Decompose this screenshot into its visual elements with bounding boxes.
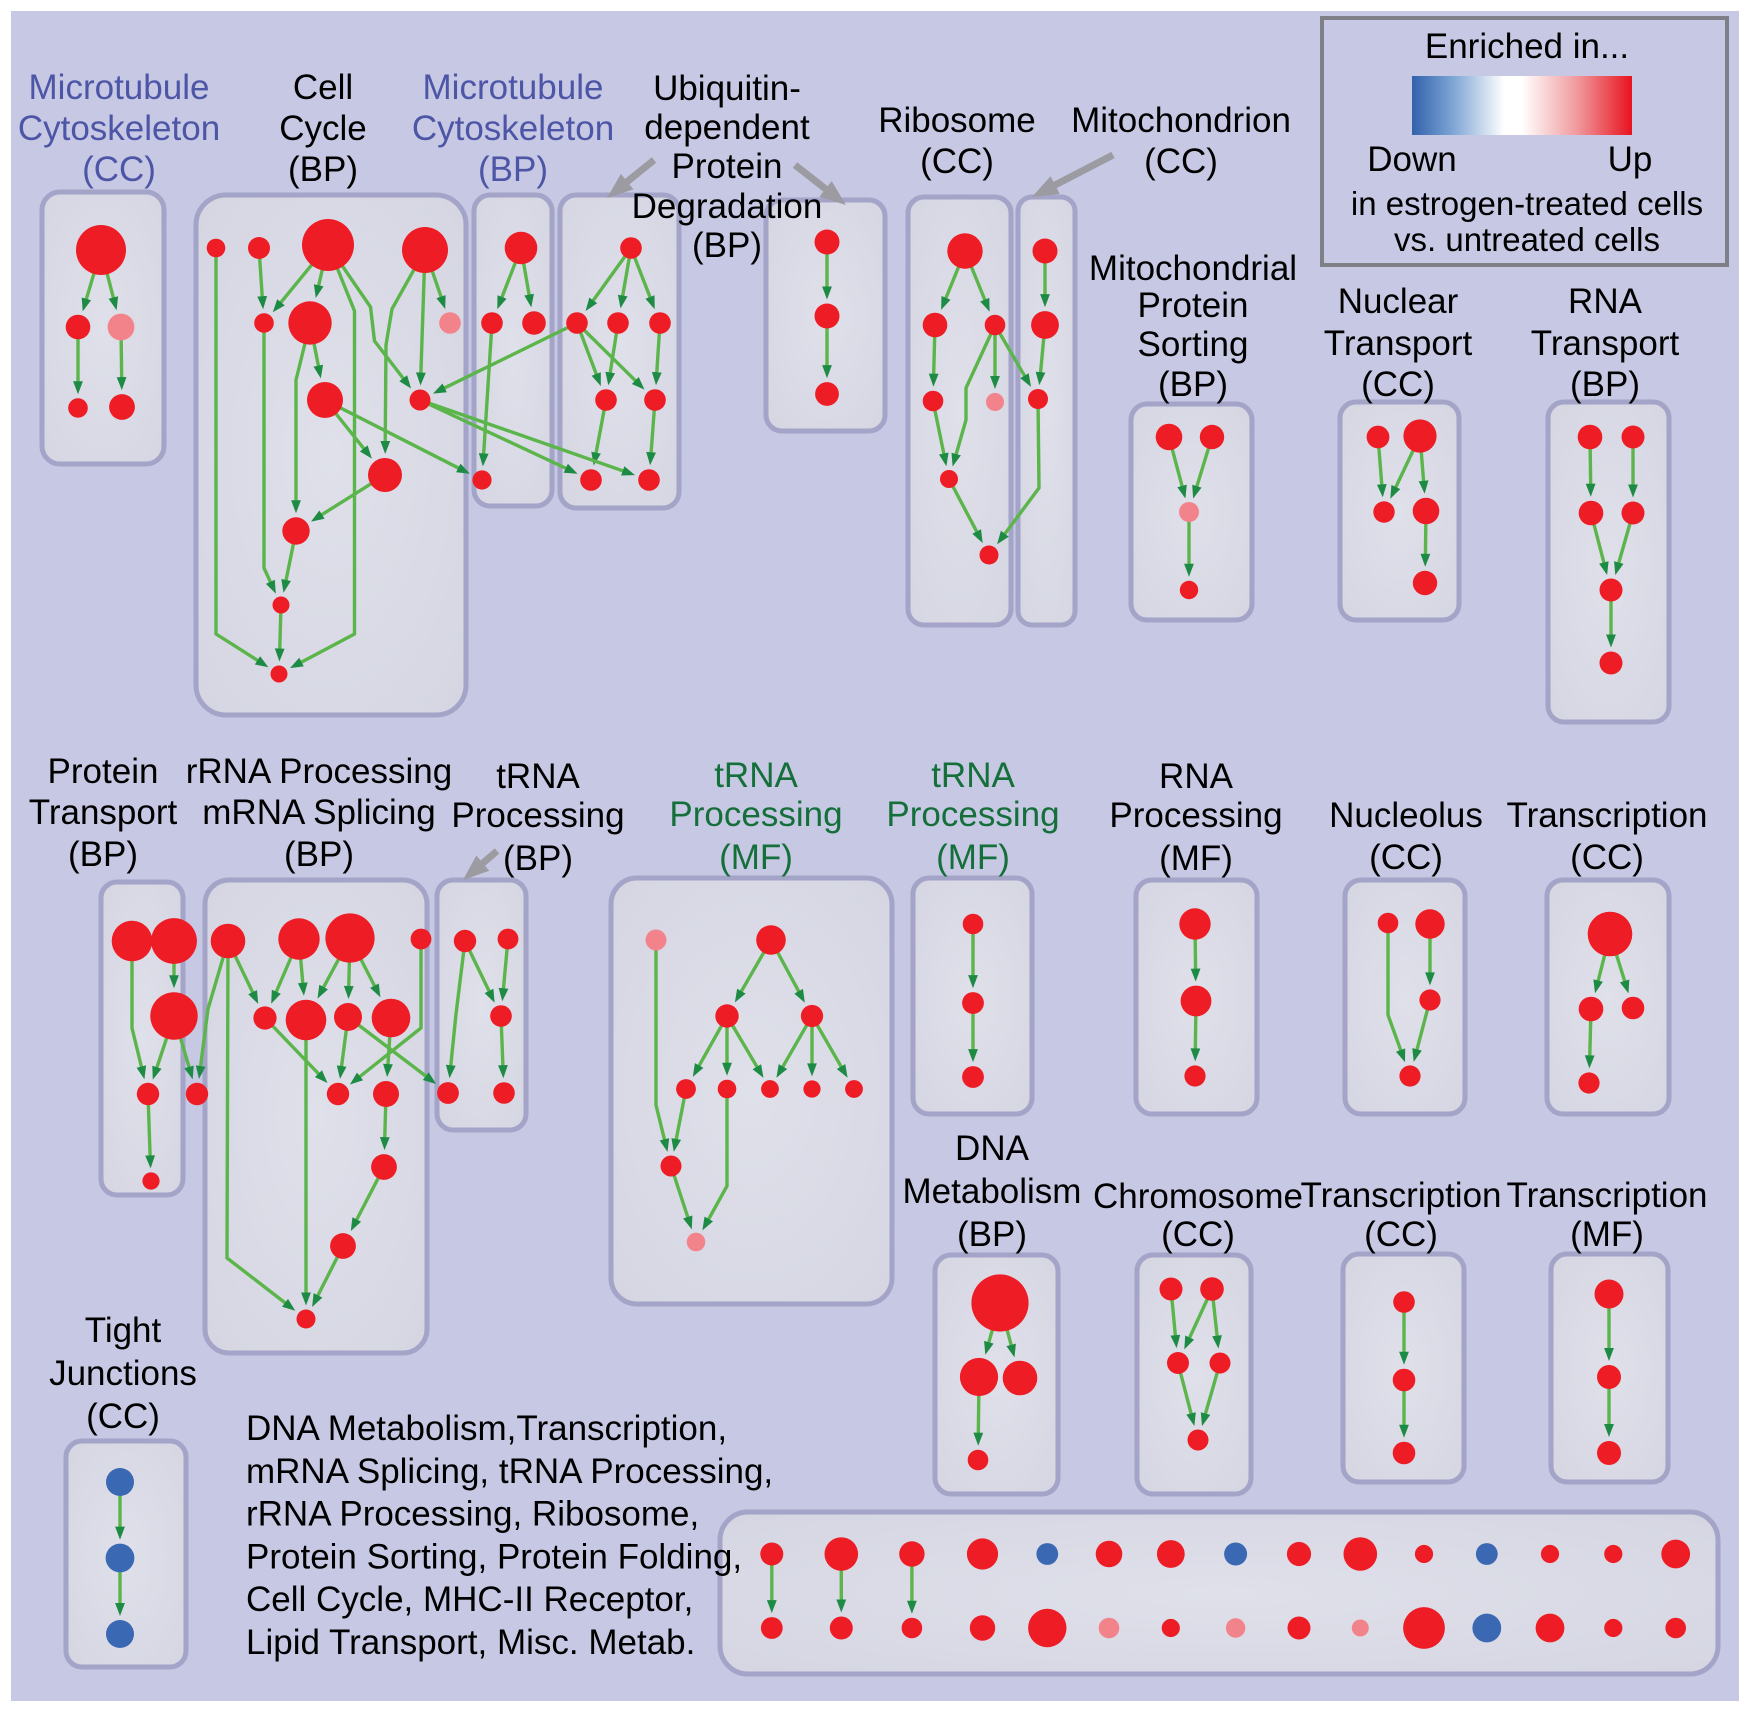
- svg-text:(BP): (BP): [692, 226, 762, 265]
- svg-text:Transport: Transport: [1531, 324, 1680, 363]
- svg-text:Processing: Processing: [669, 795, 842, 834]
- svg-text:tRNA: tRNA: [496, 757, 580, 796]
- svg-text:Nucleolus: Nucleolus: [1329, 796, 1483, 835]
- svg-text:Transcription: Transcription: [1301, 1176, 1502, 1215]
- svg-text:Cell Cycle, MHC-II Receptor,: Cell Cycle, MHC-II Receptor,: [246, 1580, 693, 1619]
- svg-text:(MF): (MF): [1570, 1215, 1644, 1254]
- svg-text:Microtubule: Microtubule: [423, 68, 604, 107]
- svg-text:Nuclear: Nuclear: [1338, 282, 1459, 321]
- svg-text:(CC): (CC): [1369, 838, 1443, 877]
- svg-text:Transport: Transport: [29, 793, 178, 832]
- svg-text:Lipid Transport, Misc. Metab.: Lipid Transport, Misc. Metab.: [246, 1623, 695, 1662]
- svg-text:(CC): (CC): [86, 1397, 160, 1436]
- svg-text:Enriched in...: Enriched in...: [1425, 27, 1629, 66]
- svg-text:(CC): (CC): [920, 142, 994, 181]
- svg-text:dependent: dependent: [644, 108, 810, 147]
- svg-text:Cell: Cell: [293, 68, 353, 107]
- svg-text:Protein: Protein: [48, 752, 159, 791]
- svg-text:(CC): (CC): [1144, 142, 1218, 181]
- svg-text:(BP): (BP): [478, 150, 548, 189]
- svg-text:mRNA Splicing, tRNA Processing: mRNA Splicing, tRNA Processing,: [246, 1452, 773, 1491]
- svg-text:(MF): (MF): [1159, 839, 1233, 878]
- svg-text:Protein Sorting, Protein Foldi: Protein Sorting, Protein Folding,: [246, 1537, 742, 1576]
- svg-text:Transcription: Transcription: [1507, 1176, 1708, 1215]
- svg-text:Processing: Processing: [886, 795, 1059, 834]
- svg-text:(BP): (BP): [1570, 365, 1640, 404]
- svg-text:Up: Up: [1608, 140, 1653, 179]
- svg-text:vs. untreated cells: vs. untreated cells: [1394, 221, 1660, 258]
- svg-text:mRNA Splicing: mRNA Splicing: [202, 793, 435, 832]
- svg-text:Junctions: Junctions: [49, 1354, 197, 1393]
- svg-text:(MF): (MF): [719, 838, 793, 877]
- svg-text:Processing: Processing: [451, 796, 624, 835]
- svg-text:Protein: Protein: [1138, 286, 1249, 325]
- svg-text:(CC): (CC): [1364, 1215, 1438, 1254]
- svg-text:in estrogen-treated cells: in estrogen-treated cells: [1351, 185, 1703, 222]
- svg-text:Cycle: Cycle: [279, 109, 367, 148]
- svg-text:(BP): (BP): [957, 1215, 1027, 1254]
- svg-text:Degradation: Degradation: [632, 187, 823, 226]
- svg-text:tRNA: tRNA: [714, 756, 798, 795]
- svg-text:Processing: Processing: [1109, 796, 1282, 835]
- svg-text:Sorting: Sorting: [1138, 325, 1249, 364]
- svg-text:Mitochondrion: Mitochondrion: [1071, 101, 1291, 140]
- svg-text:Transcription: Transcription: [1507, 796, 1708, 835]
- svg-text:Tight: Tight: [85, 1311, 162, 1350]
- svg-text:tRNA: tRNA: [931, 756, 1015, 795]
- svg-text:Metabolism: Metabolism: [903, 1172, 1082, 1211]
- svg-text:Chromosome: Chromosome: [1093, 1177, 1303, 1216]
- svg-text:(BP): (BP): [1158, 365, 1228, 404]
- svg-text:(CC): (CC): [82, 150, 156, 189]
- svg-text:(CC): (CC): [1570, 838, 1644, 877]
- svg-text:Protein: Protein: [672, 147, 783, 186]
- svg-text:DNA Metabolism,Transcription,: DNA Metabolism,Transcription,: [246, 1409, 727, 1448]
- svg-text:Microtubule: Microtubule: [29, 68, 210, 107]
- svg-text:(BP): (BP): [284, 835, 354, 874]
- svg-text:(BP): (BP): [288, 150, 358, 189]
- svg-text:(MF): (MF): [936, 838, 1010, 877]
- svg-text:Cytoskeleton: Cytoskeleton: [412, 109, 614, 148]
- svg-text:Cytoskeleton: Cytoskeleton: [18, 109, 220, 148]
- svg-text:(CC): (CC): [1361, 365, 1435, 404]
- svg-text:(BP): (BP): [503, 839, 573, 878]
- svg-text:Mitochondrial: Mitochondrial: [1089, 249, 1297, 288]
- svg-text:rRNA Processing, Ribosome,: rRNA Processing, Ribosome,: [246, 1495, 699, 1534]
- svg-text:DNA: DNA: [955, 1129, 1030, 1168]
- svg-text:Ubiquitin-: Ubiquitin-: [653, 69, 801, 108]
- svg-text:(BP): (BP): [68, 835, 138, 874]
- svg-text:rRNA Processing: rRNA Processing: [186, 752, 452, 791]
- svg-text:Transport: Transport: [1324, 324, 1473, 363]
- svg-text:Down: Down: [1367, 140, 1456, 179]
- svg-text:RNA: RNA: [1159, 757, 1234, 796]
- svg-text:RNA: RNA: [1568, 282, 1643, 321]
- svg-text:(CC): (CC): [1161, 1215, 1235, 1254]
- svg-text:Ribosome: Ribosome: [878, 101, 1036, 140]
